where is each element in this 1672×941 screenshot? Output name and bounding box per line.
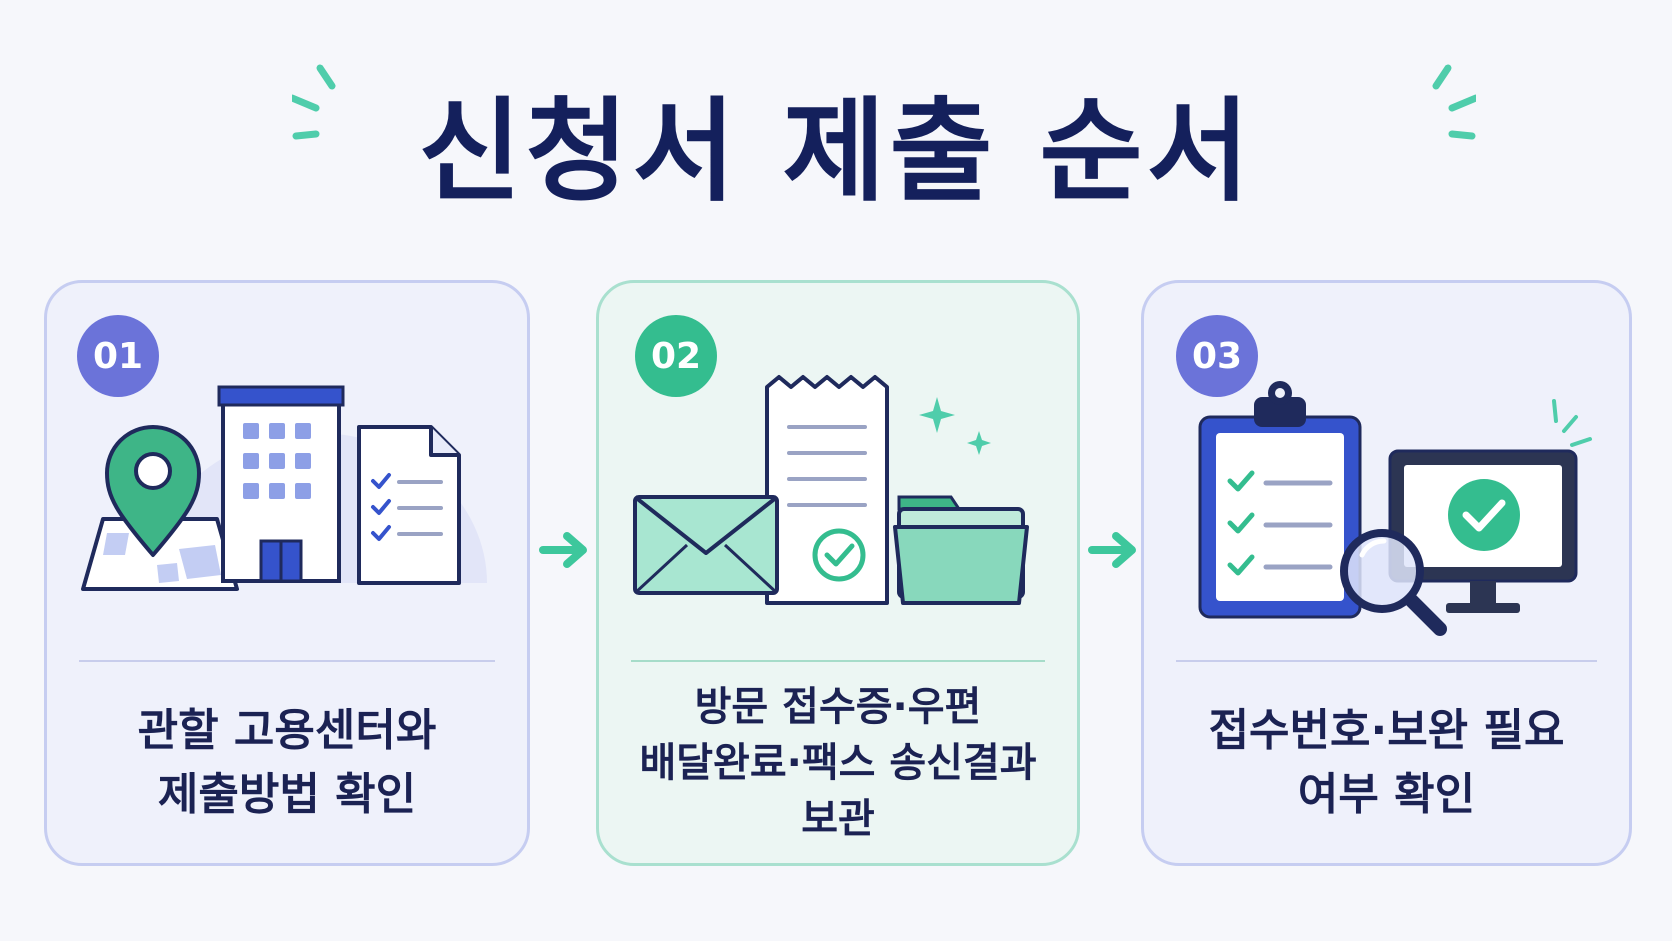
- spark-decoration-left-icon: [292, 64, 336, 140]
- step-caption: 접수번호·보완 필요 여부 확인: [1208, 705, 1565, 820]
- monitor-check-icon: [1388, 399, 1592, 613]
- step-card-1: 01: [44, 280, 530, 866]
- sparkle-icon: [919, 397, 991, 455]
- step-number-badge: 03: [1176, 315, 1258, 397]
- step-number-badge: 02: [635, 315, 717, 397]
- page-title: 신청서 제출 순서: [418, 87, 1254, 217]
- envelope-icon: [633, 495, 779, 595]
- magnifier-icon: [1340, 529, 1447, 636]
- step-card-3: 03: [1141, 280, 1632, 866]
- office-building-icon: [217, 385, 345, 583]
- step-1-illustration: [81, 385, 487, 591]
- step-caption: 방문 접수증·우편 배달완료·팩스 송신결과 보관: [639, 684, 1037, 842]
- step-card-2: 02 방문 접수증·: [596, 280, 1080, 866]
- clipboard-checklist-icon: [1198, 381, 1362, 619]
- step-3-illustration: [1198, 381, 1592, 636]
- arrow-right-icon: [1088, 532, 1136, 568]
- divider: [631, 660, 1045, 662]
- checklist-document-icon: [357, 425, 461, 585]
- folder-icon: [893, 495, 1029, 605]
- step-number-badge: 01: [77, 315, 159, 397]
- receipt-check-icon: [765, 375, 889, 605]
- divider: [1176, 660, 1597, 662]
- step-caption: 관할 고용센터와 제출방법 확인: [137, 705, 437, 820]
- spark-decoration-right-icon: [1432, 64, 1476, 140]
- step-2-illustration: [633, 375, 1029, 605]
- arrow-right-icon: [539, 532, 587, 568]
- divider: [79, 660, 495, 662]
- map-pin-icon: [81, 425, 239, 591]
